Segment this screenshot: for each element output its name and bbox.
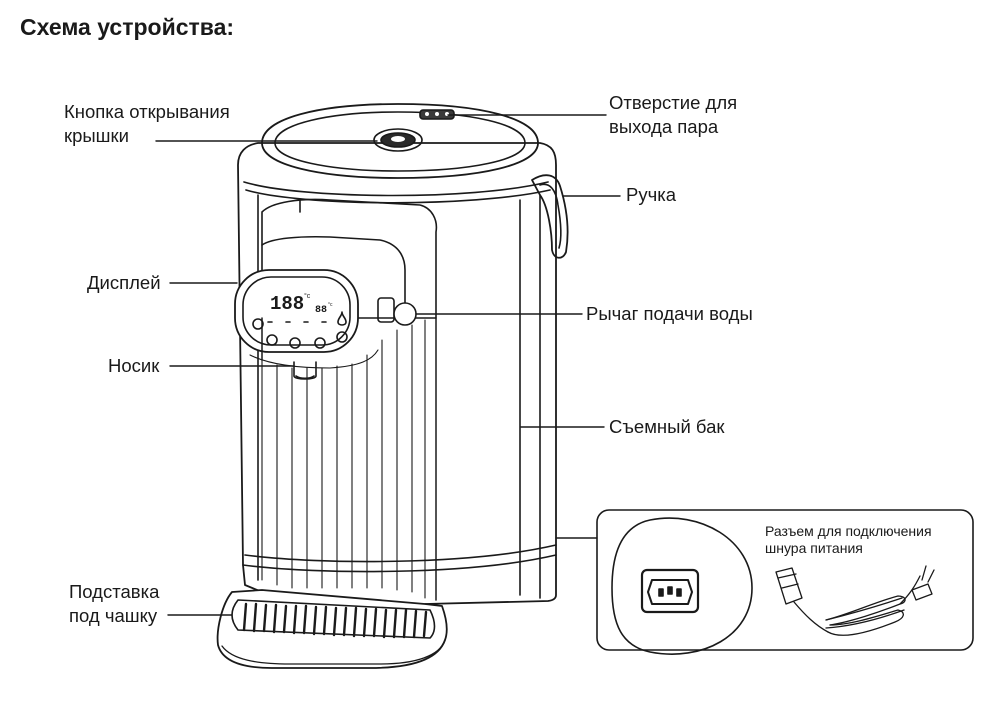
label-steam-vent-line-2: выхода пара — [609, 116, 719, 137]
label-tank: Съемный бак — [609, 416, 725, 437]
display-main-temp: 188 — [270, 293, 304, 315]
label-lid-button: Кнопка открывания крышки — [64, 100, 230, 148]
label-lid-button-line-1: Кнопка открывания — [64, 101, 230, 122]
label-handle: Ручка — [626, 184, 677, 205]
display-panel — [234, 269, 359, 353]
label-connector-line-1: Разъем для подключения — [765, 523, 932, 539]
label-connector: Разъем для подключения шнура питания — [765, 523, 932, 557]
leader-lines — [155, 114, 621, 616]
label-cup-stand: Подставка под чашку — [69, 580, 159, 628]
lid-button[interactable] — [373, 128, 423, 152]
spout — [293, 361, 317, 380]
label-steam-vent-line-1: Отверстие для — [609, 92, 738, 113]
label-spout: Носик — [108, 355, 160, 376]
water-lever[interactable] — [393, 302, 417, 326]
display-button-5[interactable] — [336, 331, 348, 343]
label-cup-stand-line-2: под чашку — [69, 605, 158, 626]
label-display: Дисплей — [87, 272, 161, 293]
cup-stand — [216, 589, 448, 669]
dispenser-head — [261, 198, 438, 326]
display-main-unit: °c — [304, 292, 311, 300]
handle — [531, 174, 569, 259]
label-cup-stand-line-1: Подставка — [69, 581, 160, 602]
display-button-3[interactable] — [289, 337, 301, 349]
display-second-temp: 88 — [315, 305, 327, 316]
display-button-2[interactable] — [266, 334, 278, 346]
label-connector-line-2: шнура питания — [765, 540, 863, 556]
page-title: Схема устройства: — [20, 14, 235, 40]
label-steam-vent: Отверстие для выхода пара — [609, 91, 737, 139]
display-button-4[interactable] — [314, 337, 326, 349]
display-button-1[interactable] — [252, 318, 264, 330]
display-second-unit: °c — [328, 302, 333, 308]
label-water-lever: Рычаг подачи воды — [586, 303, 753, 324]
power-cord — [775, 565, 935, 636]
drip-grate — [242, 602, 428, 639]
connector-box — [596, 509, 974, 655]
front-ribs — [249, 317, 437, 601]
lid — [261, 103, 539, 179]
label-lid-button-line-2: крышки — [64, 125, 129, 146]
